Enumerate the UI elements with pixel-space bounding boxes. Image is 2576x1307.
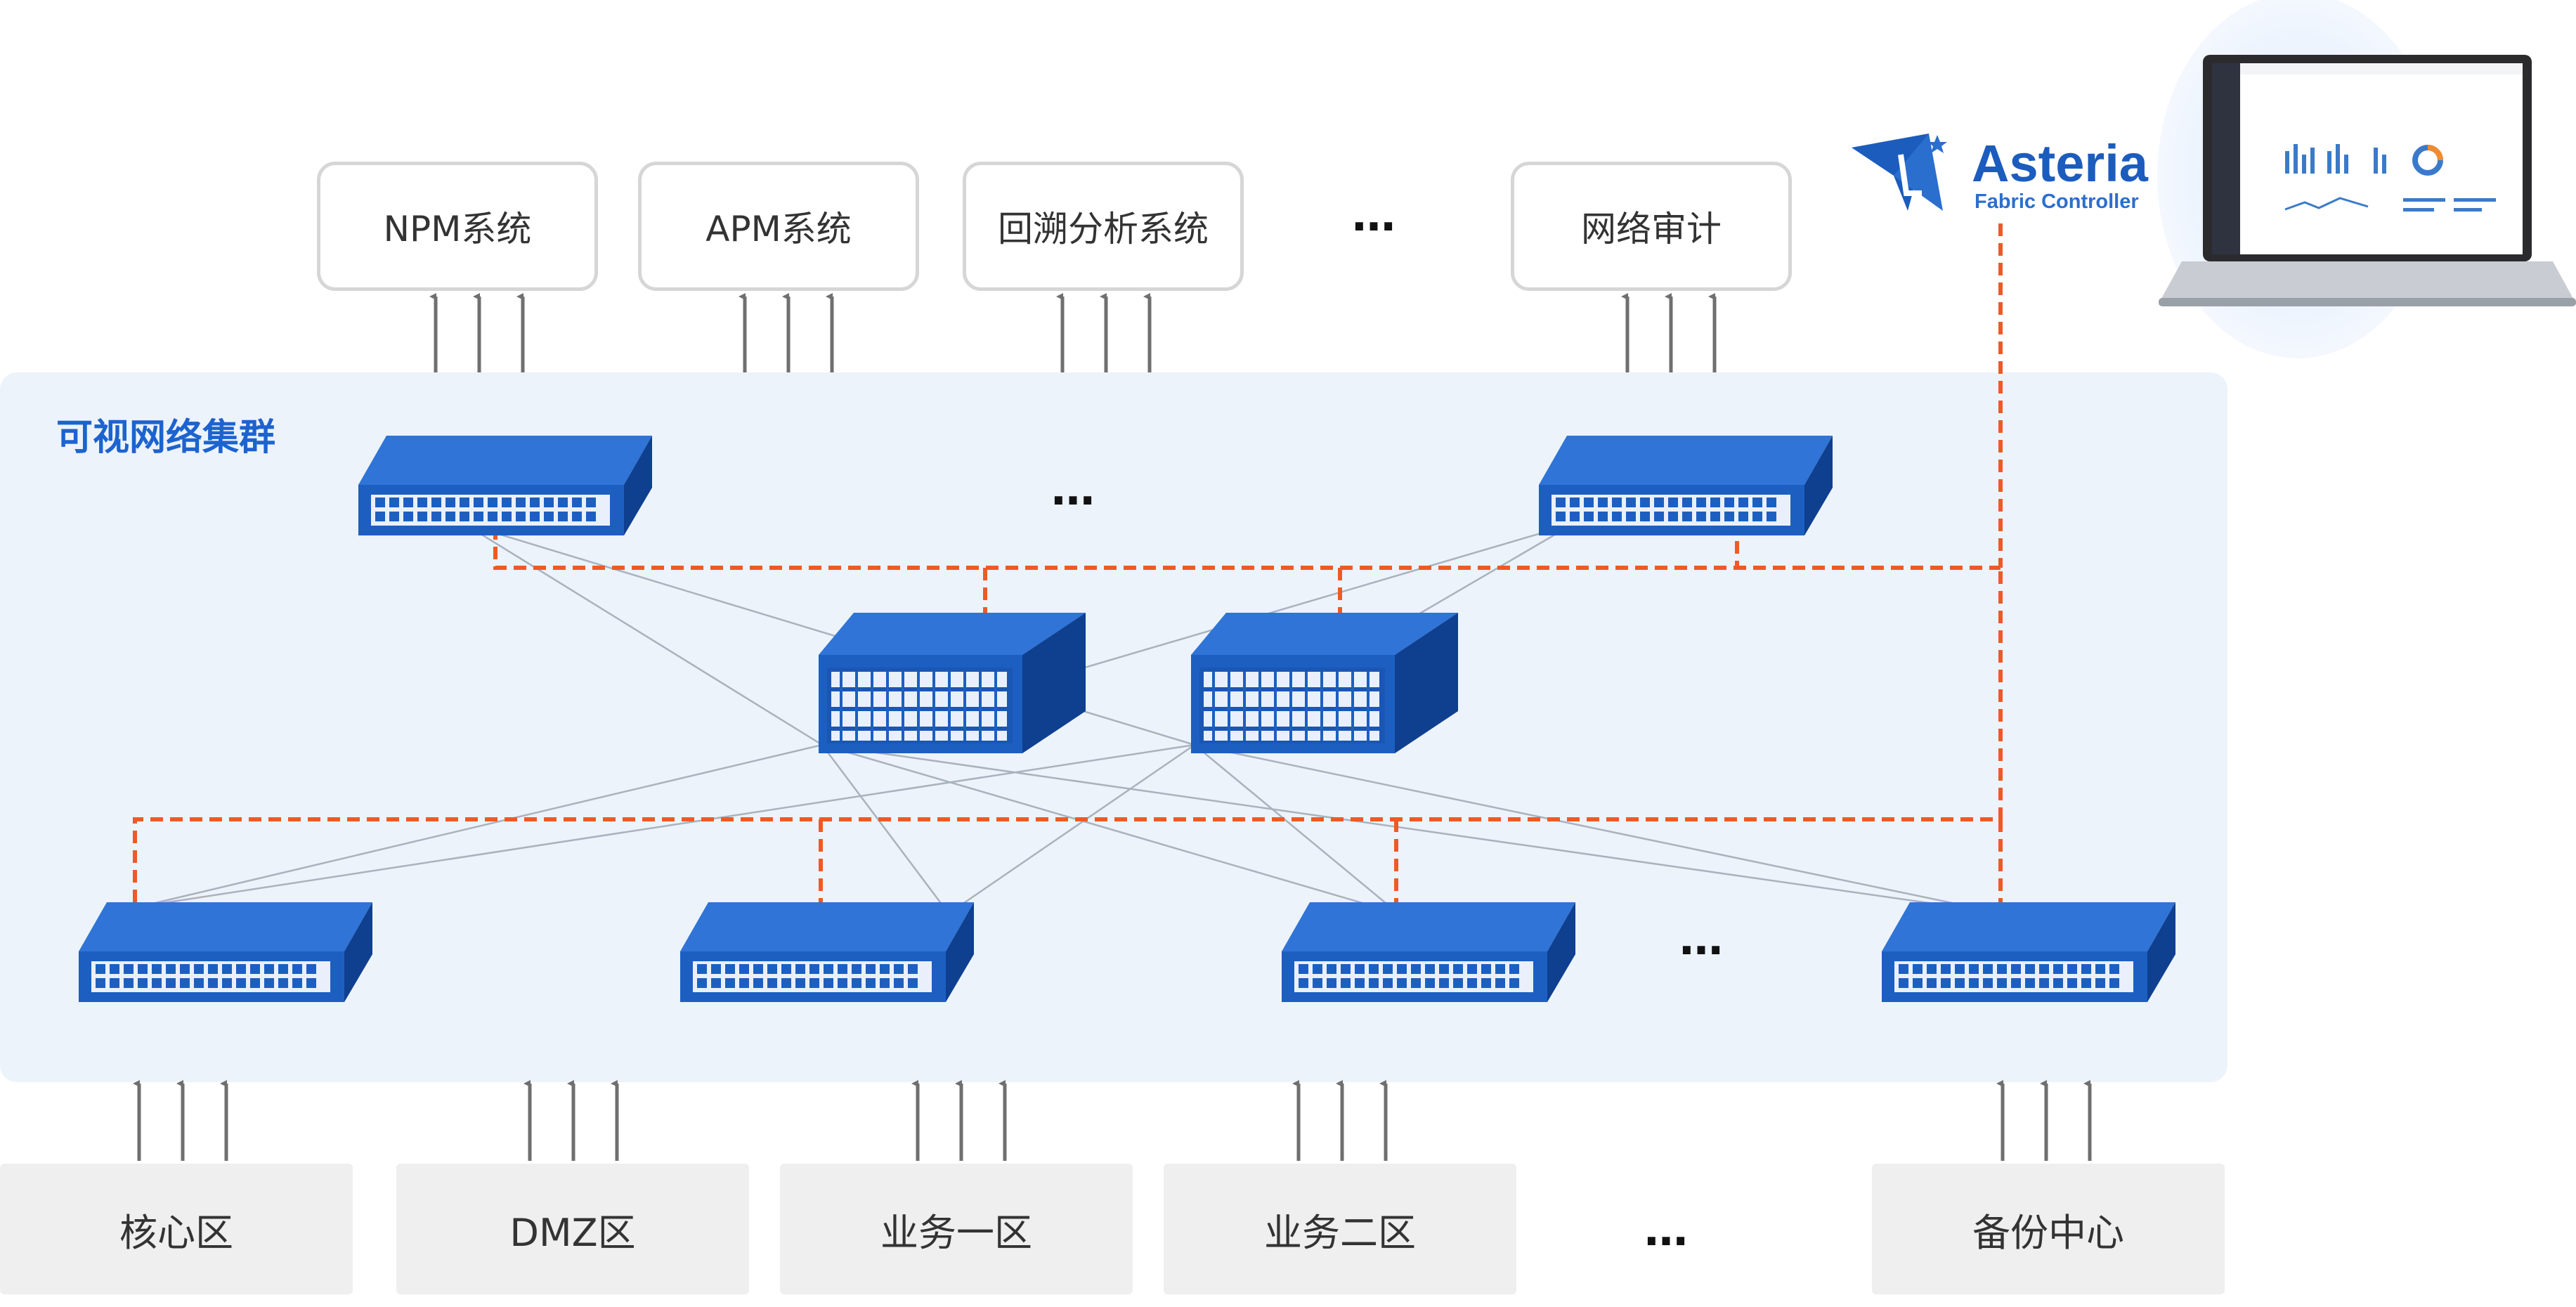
system-label: APM系统 <box>705 209 852 249</box>
zone-label: 核心区 <box>119 1210 233 1255</box>
zone-label: 业务一区 <box>880 1210 1032 1255</box>
zone-box-business-1: 业务一区 <box>780 1164 1133 1294</box>
system-box-replay: 回溯分析系统 <box>963 162 1244 291</box>
top-ellipsis: … <box>1352 190 1398 241</box>
switch-bottom-4 <box>1882 902 2175 1002</box>
cluster-label: 可视网络集群 <box>56 417 276 459</box>
system-box-apm: APM系统 <box>638 162 919 291</box>
brand-subtitle: Fabric Controller <box>1975 190 2139 213</box>
core-switch-right <box>1191 613 1458 753</box>
asteria-logo-icon <box>1852 134 1947 211</box>
zone-box-dmz: DMZ区 <box>396 1164 749 1294</box>
zone-box-core: 核心区 <box>0 1164 353 1294</box>
system-label: 回溯分析系统 <box>998 209 1209 249</box>
system-box-audit: 网络审计 <box>1511 162 1792 291</box>
system-label: 网络审计 <box>1581 209 1722 249</box>
zone-label: 业务二区 <box>1264 1210 1416 1255</box>
zone-label: 备份中心 <box>1972 1210 2124 1255</box>
brand-name: Asteria <box>1972 134 2148 193</box>
zone-box-business-2: 业务二区 <box>1164 1164 1516 1294</box>
cluster-ellipsis-bottom: … <box>1679 913 1726 965</box>
ingress-arrows <box>133 1080 2092 1161</box>
laptop-icon <box>2157 0 2576 358</box>
system-label: NPM系统 <box>383 209 532 249</box>
system-box-npm: NPM系统 <box>317 162 598 291</box>
switch-top-left <box>358 436 652 535</box>
zone-label: DMZ区 <box>509 1210 636 1255</box>
switch-bottom-2 <box>680 902 974 1002</box>
core-switch-left <box>819 613 1086 753</box>
control-lines <box>133 223 2003 906</box>
switch-top-right <box>1539 436 1833 535</box>
cluster-ellipsis-top: … <box>1051 464 1098 515</box>
switch-bottom-3 <box>1282 902 1575 1002</box>
cluster-panel <box>0 372 2227 1082</box>
bottom-ellipsis: … <box>1644 1204 1691 1256</box>
switch-bottom-1 <box>79 902 372 1002</box>
uplink-arrows <box>429 293 1717 372</box>
zone-box-backup: 备份中心 <box>1872 1164 2225 1294</box>
